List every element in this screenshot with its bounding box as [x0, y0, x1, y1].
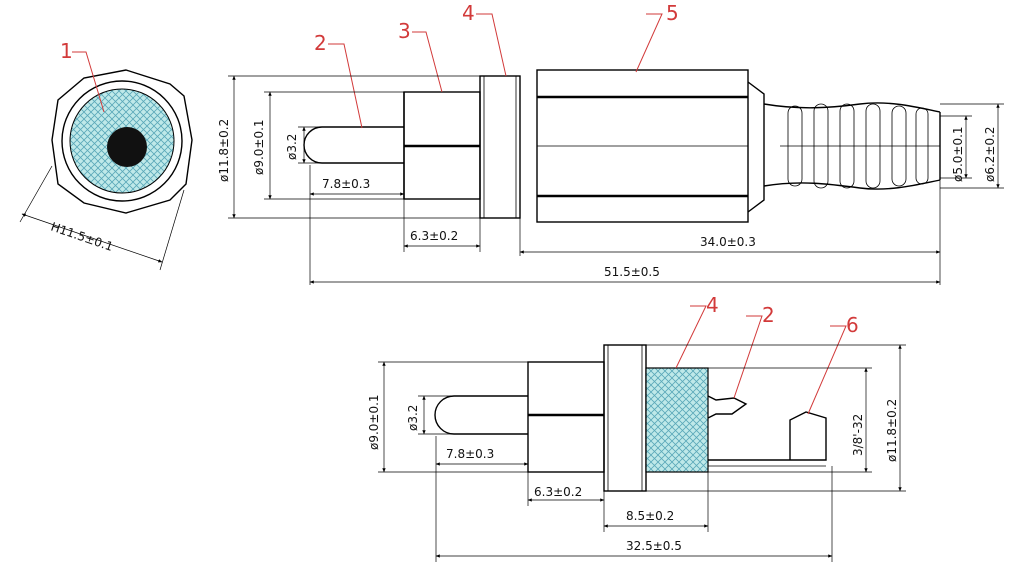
- end-view-hex-outline: [51, 69, 193, 214]
- callout-2-label: 2: [314, 31, 327, 55]
- end-view-pin-hole: [107, 127, 147, 167]
- dim-label-panel-nut-len: 6.3±0.2: [534, 485, 582, 499]
- end-view-outer-ring: [61, 80, 183, 202]
- dim-label-body-len: 34.0±0.3: [700, 235, 756, 249]
- callout-5-leader: [635, 13, 663, 73]
- dim-label-panel-thread-len: 8.5±0.2: [626, 509, 674, 523]
- panel-view: 4 2 6 ø9.0±0.1 ø3.2 7.8±0.3 6.3±0.2 8.5±…: [367, 293, 906, 562]
- dim-label-panel-thread: 3/8'-32: [851, 414, 865, 456]
- dim-label-pin-dia: ø3.2: [285, 134, 299, 160]
- panel-thread-hatch: [645, 367, 709, 473]
- dim-label-outer-dia: ø11.8±0.2: [217, 119, 231, 182]
- panel-nut: [527, 361, 605, 473]
- dim-label-panel-pin-len: 7.8±0.3: [446, 447, 494, 461]
- callout-2b-leader: [733, 315, 763, 399]
- dim-label-panel-total-len: 32.5±0.5: [626, 539, 682, 553]
- dim-label-total-len: 51.5±0.5: [604, 265, 660, 279]
- dim-label-pin-base-dia: ø9.0±0.1: [252, 119, 266, 175]
- callout-4-label: 4: [462, 1, 475, 25]
- callout-4b-label: 4: [706, 293, 719, 317]
- callout-2b-label: 2: [762, 303, 775, 327]
- dim-label-panel-pin-base-dia: ø9.0±0.1: [367, 394, 381, 450]
- callout-1-leader: [72, 51, 105, 113]
- end-view-dim-line: [21, 213, 163, 263]
- callout-4b-leader: [675, 305, 707, 369]
- callout-5-label: 5: [666, 1, 679, 25]
- panel-contact: [707, 395, 748, 419]
- dim-label-nut-len: 6.3±0.2: [410, 229, 458, 243]
- side-collar: [479, 75, 521, 219]
- end-view-hex-dim-label: H11.5±0.1: [49, 220, 115, 254]
- side-view: 2 3 4 5 ø11.8±0.2 ø9.0±0.1 ø3.2 7.8±0.3 …: [217, 1, 1004, 285]
- callout-6-leader: [807, 325, 847, 415]
- end-view: H11.5±0.1 1: [19, 39, 193, 271]
- callout-4-leader: [476, 13, 507, 77]
- callout-1-label: 1: [60, 39, 73, 63]
- end-view-dim-ext: [19, 165, 53, 223]
- dim-label-cable-outer: ø6.2±0.2: [983, 126, 997, 182]
- dim-label-panel-outer-dia: ø11.8±0.2: [885, 399, 899, 462]
- side-pin: [303, 126, 404, 164]
- panel-ground-tab: [708, 411, 827, 461]
- panel-collar: [603, 344, 647, 492]
- end-view-dim-ext: [159, 189, 185, 271]
- side-taper: [747, 81, 765, 213]
- callout-3-label: 3: [398, 19, 411, 43]
- dim-label-panel-pin-dia: ø3.2: [406, 405, 420, 431]
- dim-label-cable-dia: ø5.0±0.1: [951, 126, 965, 182]
- callout-3-leader: [412, 31, 443, 93]
- side-strain-relief: [763, 102, 941, 190]
- panel-pin: [434, 395, 528, 435]
- callout-6-label: 6: [846, 313, 859, 337]
- dim-label-pin-len: 7.8±0.3: [322, 177, 370, 191]
- callout-2-leader: [328, 43, 363, 129]
